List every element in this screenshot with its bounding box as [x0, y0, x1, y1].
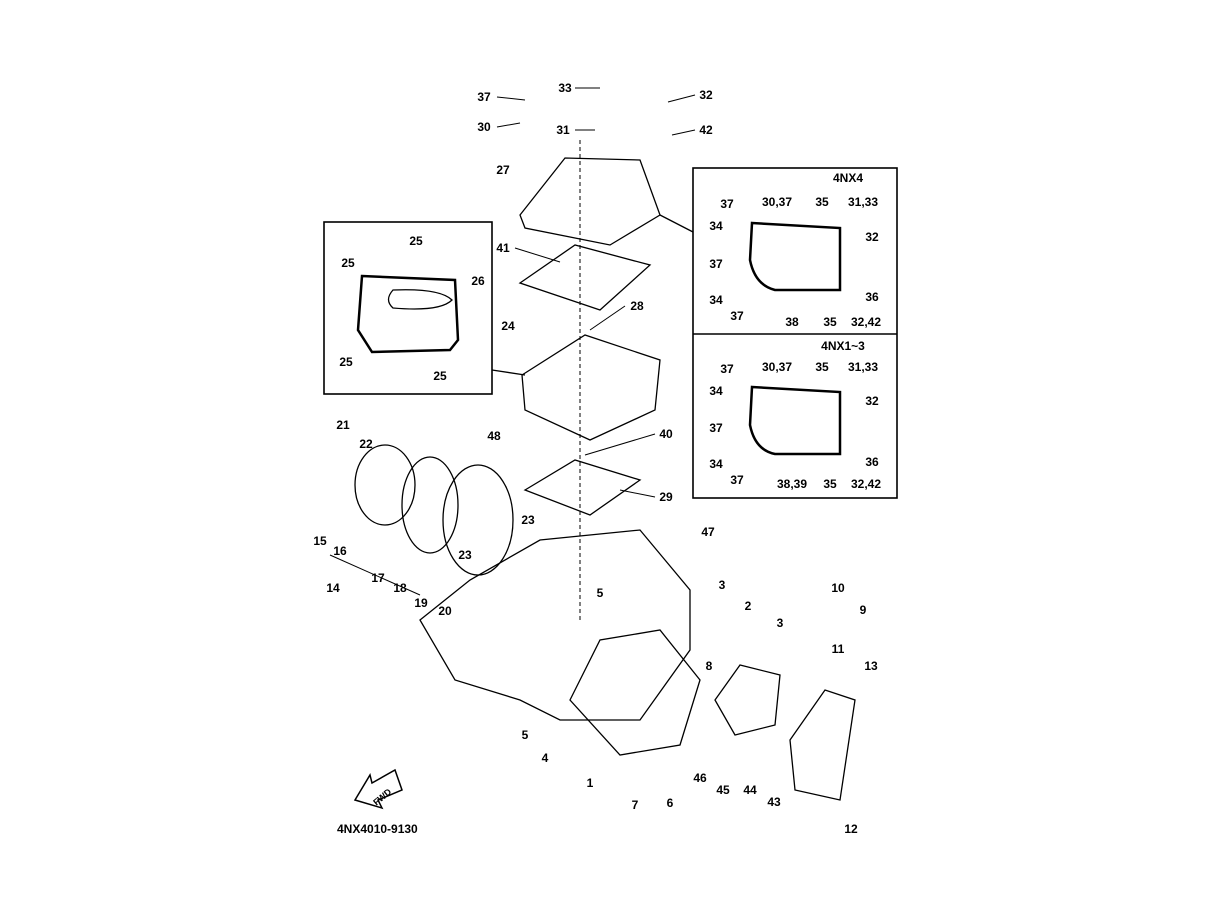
callout-top-inset-9: 37	[730, 309, 744, 323]
callout-main-4: 31	[556, 123, 570, 137]
callout-top-inset-5: 32	[865, 230, 879, 244]
callout-bottom-inset-5: 32	[865, 394, 879, 408]
callout-left-inset-1: 25	[341, 256, 355, 270]
callout-main-3: 30	[477, 120, 491, 134]
callout-main-22: 18	[393, 581, 407, 595]
left-inset-frame	[323, 221, 493, 395]
callout-main-40: 45	[716, 783, 730, 797]
callout-main-14: 29	[659, 490, 673, 504]
callout-left-inset-2: 26	[471, 274, 485, 288]
callout-main-2: 32	[699, 88, 713, 102]
inset-title-4nx1-3: 4NX1~3	[821, 339, 865, 353]
callout-main-33: 8	[705, 659, 713, 673]
callout-main-20: 14	[326, 581, 340, 595]
callout-main-43: 12	[844, 822, 858, 836]
callout-left-inset-0: 25	[409, 234, 423, 248]
callout-bottom-inset-12: 32,42	[850, 477, 882, 491]
callout-left-inset-3: 25	[339, 355, 353, 369]
callout-main-27: 2	[744, 599, 752, 613]
diagram-code: 4NX4010-9130	[337, 822, 418, 836]
callout-main-36: 1	[586, 776, 594, 790]
part-24-pan	[521, 334, 661, 441]
callout-bottom-inset-6: 37	[709, 421, 723, 435]
inset-gasket-4nx4	[748, 221, 842, 292]
callout-top-inset-8: 36	[865, 290, 879, 304]
callout-main-19: 47	[701, 525, 715, 539]
callout-main-15: 15	[313, 534, 327, 548]
callout-main-17: 23	[521, 513, 535, 527]
callout-main-32: 13	[864, 659, 878, 673]
callout-top-inset-0: 37	[720, 197, 734, 211]
callout-main-28: 3	[776, 616, 784, 630]
callout-main-23: 19	[414, 596, 428, 610]
callout-main-9: 24	[501, 319, 515, 333]
callout-main-11: 22	[359, 437, 373, 451]
callout-main-6: 27	[496, 163, 510, 177]
callout-main-30: 9	[859, 603, 867, 617]
part-8-cover	[714, 664, 781, 736]
callout-main-21: 17	[371, 571, 385, 585]
callout-main-25: 5	[596, 586, 604, 600]
callout-bottom-inset-7: 34	[709, 457, 723, 471]
callout-bottom-inset-1: 30,37	[761, 360, 793, 374]
callout-bottom-inset-10: 38,39	[776, 477, 808, 491]
callout-main-31: 11	[831, 642, 845, 656]
callout-main-0: 37	[477, 90, 491, 104]
inset-title-4nx4: 4NX4	[832, 171, 864, 185]
right-inset-frame	[692, 167, 898, 499]
callout-main-37: 7	[631, 798, 639, 812]
callout-main-1: 33	[558, 81, 572, 95]
callout-main-5: 42	[699, 123, 713, 137]
callout-top-inset-1: 30,37	[761, 195, 793, 209]
part-11-cover	[789, 689, 856, 801]
callout-bottom-inset-8: 36	[865, 455, 879, 469]
fwd-arrow	[353, 768, 403, 810]
callout-bottom-inset-3: 31,33	[847, 360, 879, 374]
callout-top-inset-10: 38	[785, 315, 799, 329]
callout-bottom-inset-9: 37	[730, 473, 744, 487]
callout-top-inset-6: 37	[709, 257, 723, 271]
callout-main-38: 6	[666, 796, 674, 810]
callout-top-inset-7: 34	[709, 293, 723, 307]
callout-main-34: 5	[521, 728, 529, 742]
callout-bottom-inset-11: 35	[823, 477, 837, 491]
callout-main-7: 41	[496, 241, 510, 255]
callout-main-35: 4	[541, 751, 549, 765]
gasket-outline	[356, 274, 460, 354]
part-41-gasket	[518, 244, 652, 311]
part-15-cover	[354, 444, 416, 526]
callout-main-39: 46	[693, 771, 707, 785]
callout-main-12: 48	[487, 429, 501, 443]
inset-gasket-4nx1	[748, 385, 842, 456]
callout-top-inset-4: 34	[709, 219, 723, 233]
callout-top-inset-3: 31,33	[847, 195, 879, 209]
callout-main-10: 21	[336, 418, 350, 432]
callout-main-18: 23	[458, 548, 472, 562]
callout-main-24: 20	[438, 604, 452, 618]
callout-top-inset-12: 32,42	[850, 315, 882, 329]
callout-main-41: 44	[743, 783, 757, 797]
part-1-cover	[569, 629, 701, 756]
part-27-cover	[519, 157, 661, 246]
part-29-plate	[523, 459, 642, 516]
callout-bottom-inset-2: 35	[815, 360, 829, 374]
callout-main-29: 10	[831, 581, 845, 595]
callout-top-inset-11: 35	[823, 315, 837, 329]
callout-left-inset-4: 25	[433, 369, 447, 383]
callout-top-inset-2: 35	[815, 195, 829, 209]
callout-bottom-inset-4: 34	[709, 384, 723, 398]
callout-main-26: 3	[718, 578, 726, 592]
crankcase	[419, 529, 691, 721]
callout-main-8: 28	[630, 299, 644, 313]
callout-bottom-inset-0: 37	[720, 362, 734, 376]
callout-main-16: 16	[333, 544, 347, 558]
part-20-cover	[442, 464, 514, 576]
callout-main-42: 43	[767, 795, 781, 809]
callout-main-13: 40	[659, 427, 673, 441]
